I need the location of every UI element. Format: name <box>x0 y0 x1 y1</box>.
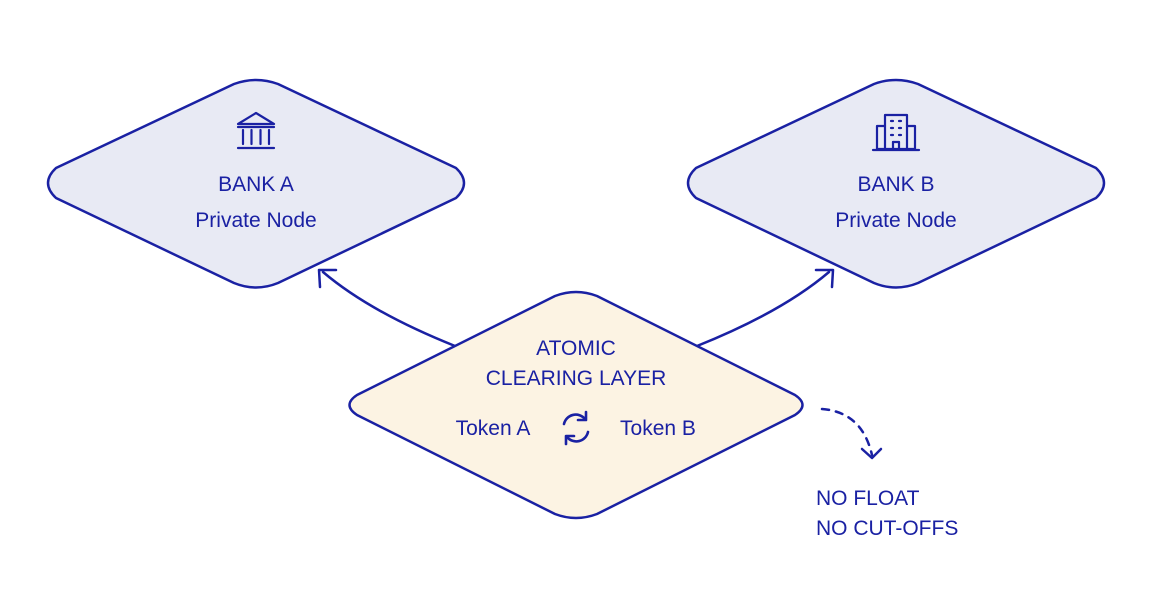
arrowhead-icon <box>860 447 883 460</box>
arrowhead-icon <box>814 268 835 289</box>
bank-a-title: BANK A <box>218 173 294 196</box>
connector-arrow-to-bank-b <box>695 268 835 348</box>
swap-icon <box>562 410 590 446</box>
note-line2: NO CUT-OFFS <box>816 517 958 540</box>
bank-a-node: BANK A Private Node <box>46 78 466 289</box>
office-building-icon <box>871 113 921 152</box>
token-b-label: Token B <box>620 417 696 440</box>
clearing-layer-node: ATOMIC CLEARING LAYER Token A Token B <box>348 290 804 520</box>
clearing-diamond-shape <box>348 290 804 520</box>
token-a-label: Token A <box>456 417 531 440</box>
bank-b-diamond-shape <box>686 78 1106 289</box>
bank-b-title: BANK B <box>857 173 934 196</box>
bank-building-icon <box>236 111 276 150</box>
arrowhead-icon <box>317 268 338 289</box>
clearing-title-line2: CLEARING LAYER <box>486 367 667 390</box>
clearing-title-line1: ATOMIC <box>536 337 616 360</box>
connector-arrow-to-bank-a <box>317 268 457 348</box>
bank-a-diamond-shape <box>46 78 466 289</box>
note-line1: NO FLOAT <box>816 487 920 510</box>
bank-a-subtitle: Private Node <box>195 209 316 232</box>
note-block: NO FLOAT NO CUT-OFFS <box>816 487 958 540</box>
dashed-note-arrow <box>820 407 883 460</box>
bank-b-subtitle: Private Node <box>835 209 956 232</box>
bank-b-node: BANK B Private Node <box>686 78 1106 289</box>
